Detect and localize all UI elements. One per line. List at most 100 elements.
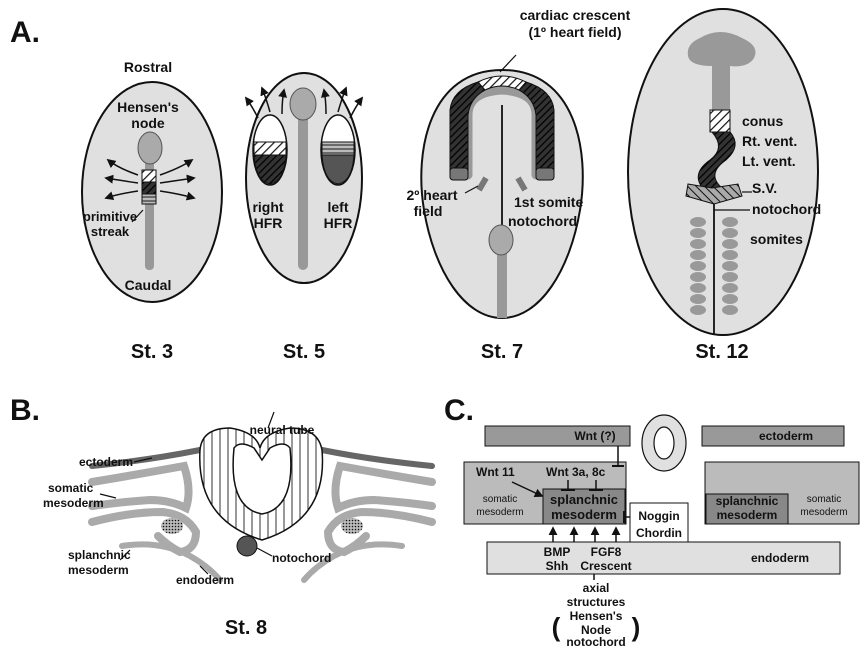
somatic-mesoderm-left-label: somatic — [483, 494, 517, 505]
st7-second-heart-field-label: 2º heart — [406, 187, 457, 203]
st5-node — [290, 88, 316, 120]
st8-splanchnic-mesoderm-label: splanchnic — [68, 548, 131, 562]
st12-somite — [690, 261, 706, 271]
st3-hatch-bottom — [142, 194, 156, 204]
st5-left-hfr-hatch — [322, 142, 354, 155]
st8-somatic-mesoderm-label: somatic — [48, 481, 94, 495]
st3-caudal-label: Caudal — [125, 277, 172, 293]
st5-embryo — [246, 73, 362, 283]
fgf8-label: FGF8 — [591, 545, 622, 559]
st5-arrow — [246, 98, 258, 118]
st3-hatch-top — [142, 170, 156, 182]
st5-right-hfr-label: HFR — [254, 215, 283, 231]
st5-stage-label: St. 5 — [283, 341, 325, 363]
st7-notochord-label: notochord — [508, 213, 577, 229]
st12-somite — [722, 305, 738, 315]
st7-cardiac-crescent-label: cardiac crescent — [520, 7, 631, 23]
st12-somite — [722, 272, 738, 282]
panel-a-letter: A. — [10, 16, 40, 49]
st12-somite — [722, 261, 738, 271]
st12-somite — [690, 250, 706, 260]
st5-arrow — [350, 98, 362, 118]
st12-sv-label: S.V. — [752, 180, 777, 196]
st5-right-hfr-hatch — [254, 142, 286, 155]
st8-dotted-right — [341, 518, 363, 534]
st12-somite — [690, 239, 706, 249]
shh-label: Shh — [546, 559, 569, 573]
st8-cross-section — [92, 412, 432, 580]
st12-conus-label: conus — [742, 113, 783, 129]
st12-somites-right — [722, 217, 738, 315]
st5-streak — [298, 100, 308, 270]
st5-right-hfr-label: right — [252, 199, 283, 215]
st3-hensens-node-label: Hensen's — [117, 99, 179, 115]
st12-somite — [722, 217, 738, 227]
wnt-label: Wnt (?) — [574, 429, 615, 443]
wnt11-label: Wnt 11 — [476, 465, 515, 479]
axial-structures-label: axial — [583, 581, 610, 595]
st3-stage-label: St. 3 — [131, 341, 173, 363]
st8-notochord-label: notochord — [272, 551, 331, 565]
splanchnic-mesoderm-right-label: splanchnic — [716, 494, 779, 508]
chordin-label: Chordin — [636, 526, 682, 540]
st12-conus — [710, 110, 730, 132]
st3-hatch-mid — [142, 182, 156, 194]
st12-somites-label: somites — [750, 231, 803, 247]
st12-somite — [722, 283, 738, 293]
st8-splanchnic-mesoderm-label: mesoderm — [68, 563, 129, 577]
st3-hensens-node — [138, 132, 162, 164]
axial-structures-label: structures — [567, 595, 626, 609]
st12-somite — [722, 250, 738, 260]
wnt3a8c-label: Wnt 3a, 8c — [546, 465, 606, 479]
splanchnic-mesoderm-right-label: mesoderm — [717, 508, 778, 522]
st12-somite — [690, 294, 706, 304]
st3-hensens-node-label: node — [131, 115, 165, 131]
st8-somatic-left — [92, 466, 189, 508]
st12-somite — [690, 305, 706, 315]
st8-somatic-mesoderm-label: mesoderm — [43, 496, 104, 510]
crescent-label: Crescent — [580, 559, 631, 573]
st5-left-hfr-label: HFR — [324, 215, 353, 231]
st12-somite — [722, 228, 738, 238]
st12-somite — [690, 283, 706, 293]
st12-somite — [690, 228, 706, 238]
st12-notochord-label: notochord — [752, 201, 821, 217]
somatic-mesoderm-right-label: mesoderm — [800, 507, 847, 518]
st7-second-heart-field-label: field — [414, 203, 443, 219]
st7-node — [489, 225, 513, 255]
st12-stage-label: St. 12 — [695, 341, 748, 363]
st3-primitive-streak-label: primitive — [83, 209, 137, 224]
st3-primitive-streak-label: streak — [91, 224, 130, 239]
st7-stage-label: St. 7 — [481, 341, 523, 363]
st7-right-field-tip — [536, 168, 554, 180]
st5-left-hfr-label: left — [328, 199, 349, 215]
right-paren: ) — [632, 612, 641, 642]
st8-stage-label: St. 8 — [225, 617, 267, 639]
hensens-node-c-label: Hensen's — [570, 609, 623, 623]
st8-neural-tube-label: neural tube — [250, 423, 315, 437]
st12-somites-left — [690, 217, 706, 315]
st8-somatic-right — [335, 466, 432, 508]
st12-lt-vent-label: Lt. vent. — [742, 153, 796, 169]
st7-cardiac-crescent-label: (1º heart field) — [528, 24, 621, 40]
somatic-mesoderm-right-label: somatic — [807, 494, 841, 505]
st8-ectoderm-label: ectoderm — [79, 455, 133, 469]
st8-notochord — [237, 536, 257, 556]
st12-rt-vent-label: Rt. vent. — [742, 133, 797, 149]
neural-tube-lumen — [654, 427, 674, 459]
st12-somite — [722, 294, 738, 304]
bmp-label: BMP — [544, 545, 571, 559]
somatic-mesoderm-left-label: mesoderm — [476, 507, 523, 518]
st12-embryo — [628, 9, 818, 335]
st8-dotted-left — [161, 518, 183, 534]
panel-c-letter: C. — [444, 394, 474, 427]
st8-endoderm-label: endoderm — [176, 573, 234, 587]
st12-somite — [690, 217, 706, 227]
st7-first-somite-label: 1st somite — [514, 194, 583, 210]
noggin-label: Noggin — [638, 509, 679, 523]
panel-b-letter: B. — [10, 394, 40, 427]
splanchnic-mesoderm-left-label: splanchnic — [550, 492, 618, 507]
hensens-node-c-label: notochord — [566, 635, 625, 646]
endoderm-c-label: endoderm — [751, 551, 809, 565]
